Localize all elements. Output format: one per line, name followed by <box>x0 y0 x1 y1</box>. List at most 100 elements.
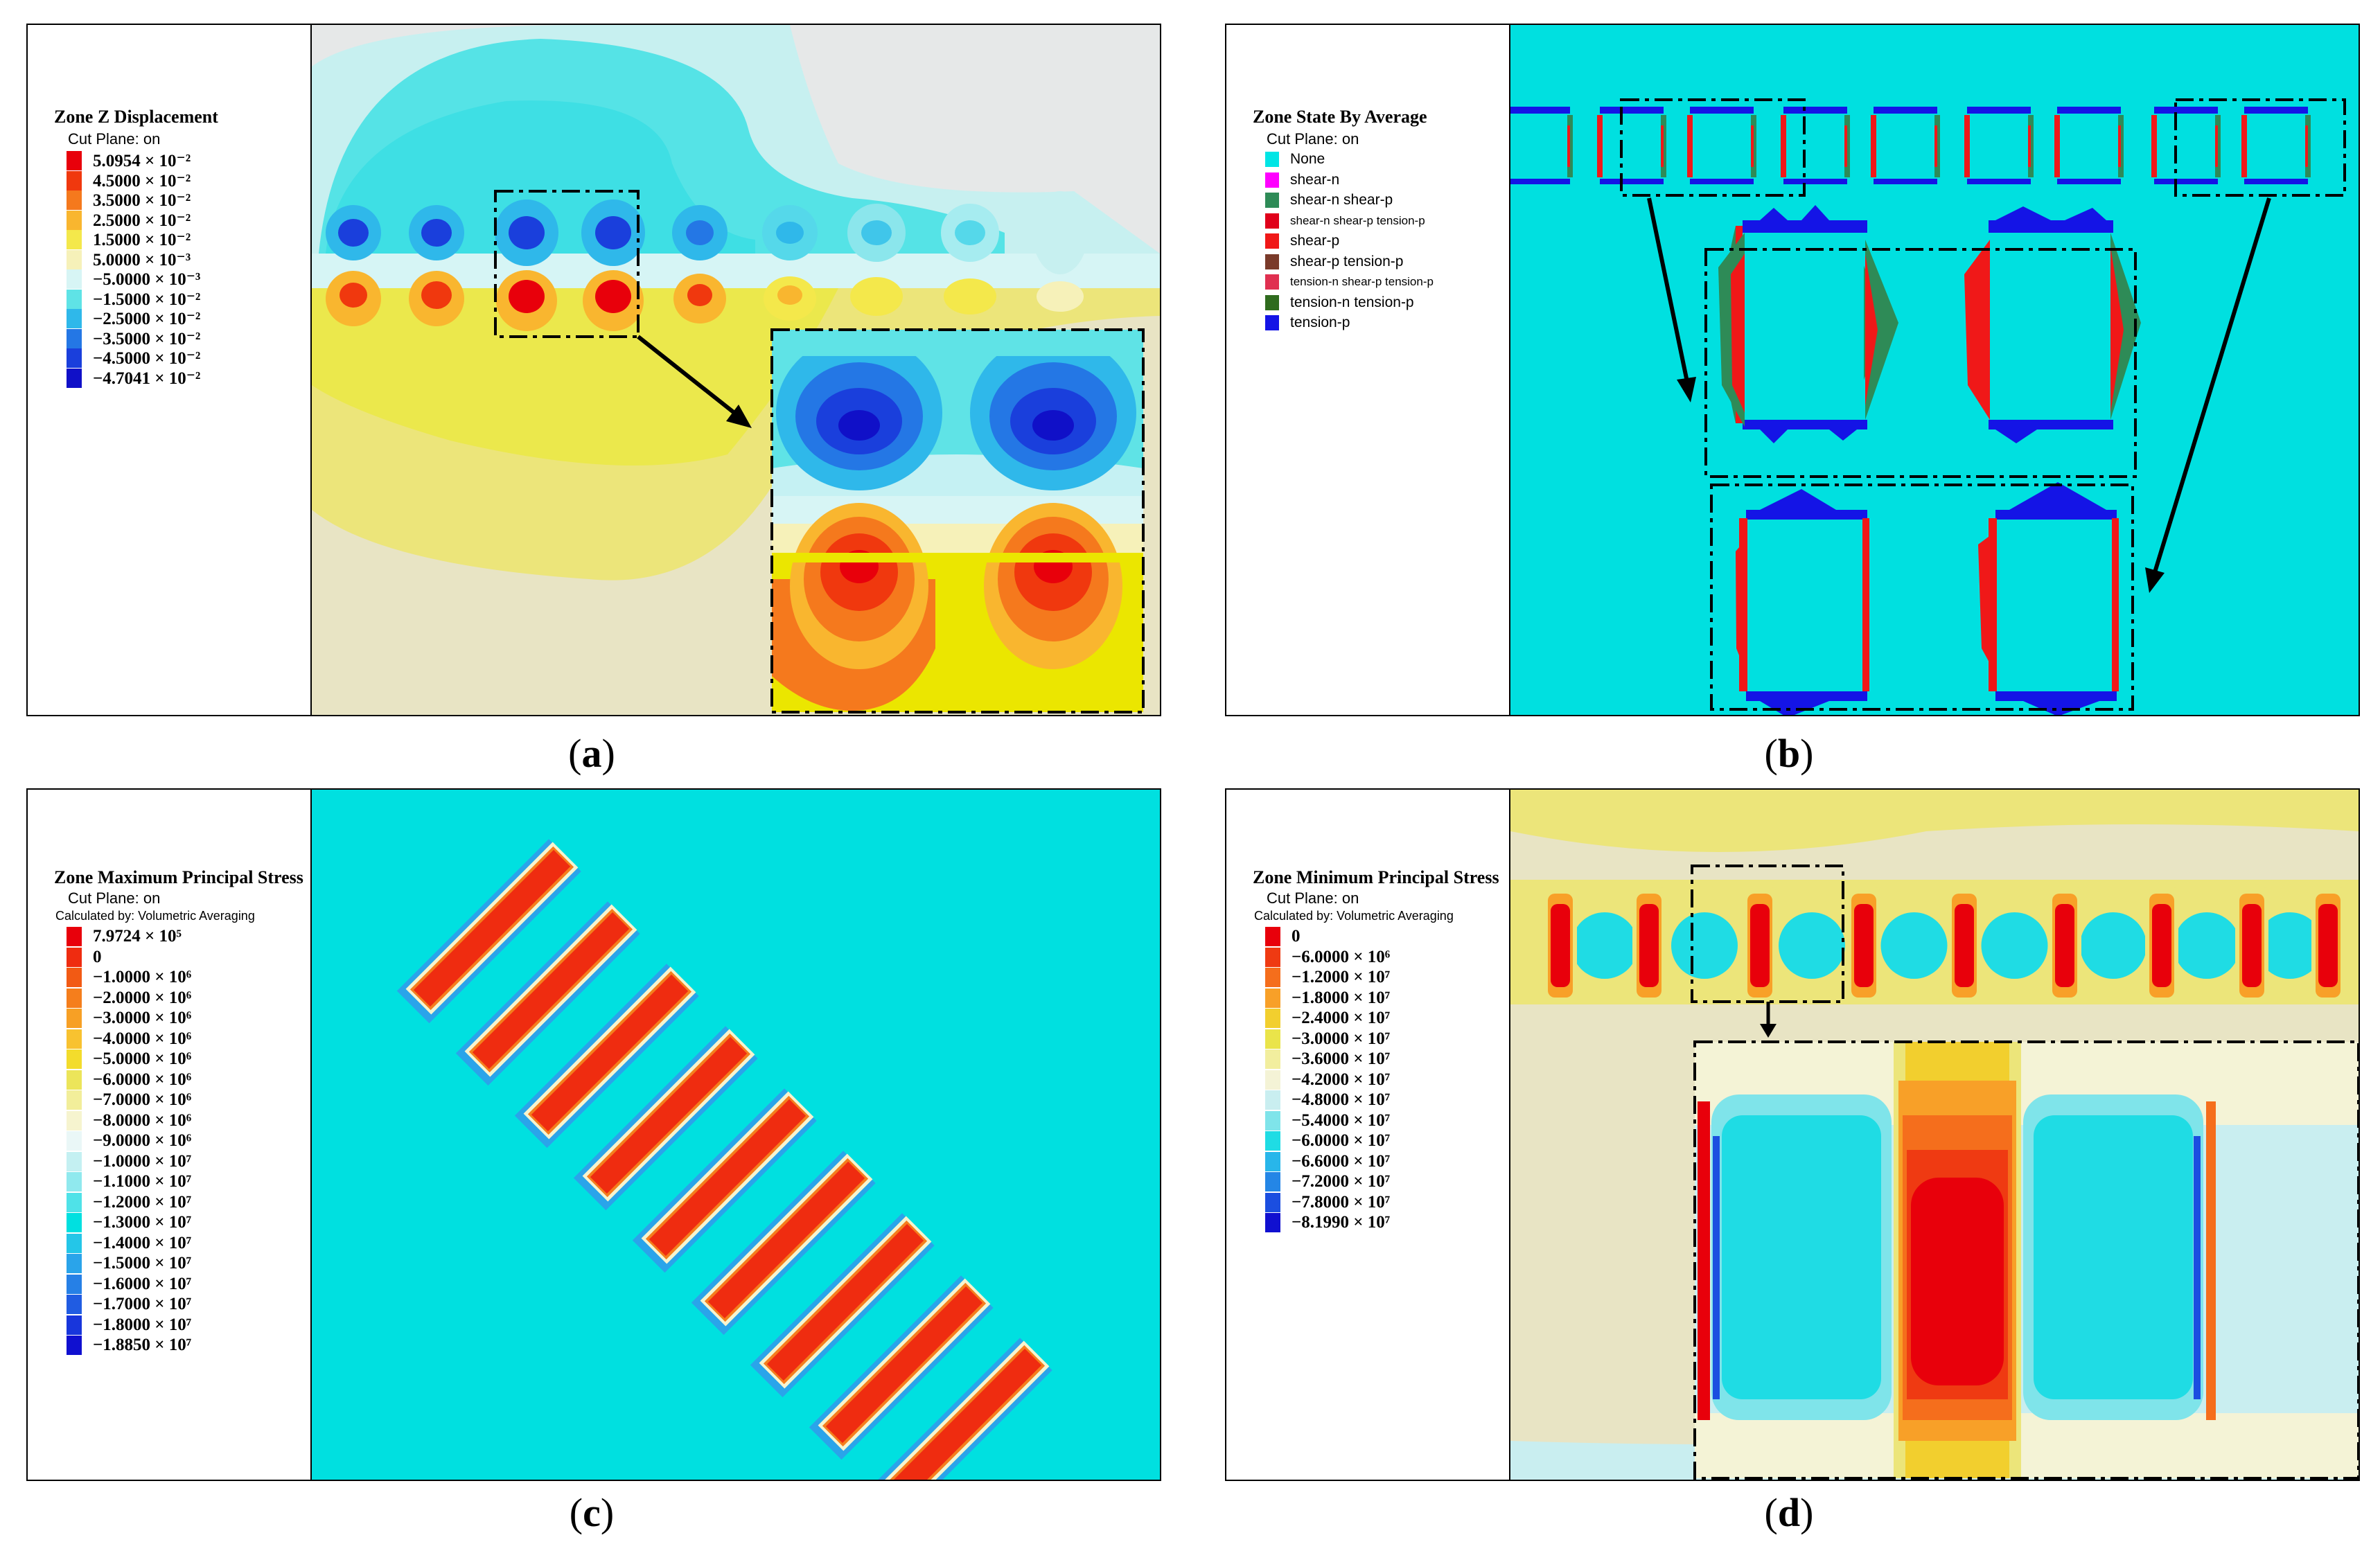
legend-swatch <box>1265 1172 1280 1191</box>
caption-c: (c) <box>569 1490 615 1535</box>
legend-swatch <box>67 368 82 388</box>
legend-entry: −1.6000 × 10⁷ <box>67 1274 192 1294</box>
legend-swatch <box>67 1315 82 1335</box>
pillar <box>1632 887 1738 1004</box>
plot-panel-c <box>312 790 1160 1480</box>
pillar <box>2235 887 2323 1004</box>
legend-swatch <box>1265 1131 1280 1151</box>
legend-swatch <box>67 1110 82 1131</box>
legend-label: 1.5000 × 10⁻² <box>93 231 191 249</box>
legend-label: 2.5000 × 10⁻² <box>93 211 191 230</box>
legend-entry: −1.2000 × 10⁷ <box>67 1192 191 1212</box>
legend-entry: −6.0000 × 10⁶ <box>1265 947 1390 967</box>
legend-entry: tension-p <box>1265 313 1350 333</box>
legend-label: −4.5000 × 10⁻² <box>93 349 201 368</box>
legend-swatch <box>67 947 82 967</box>
legend-entry: 7.9724 × 10⁵ <box>67 927 182 946</box>
legend-swatch <box>67 210 82 230</box>
panel-d-frame: Zone Minimum Principal Stress Cut Plane:… <box>1225 788 2360 1481</box>
legend-entry: −1.0000 × 10⁷ <box>67 1151 192 1171</box>
legend-panel-d: Zone Minimum Principal Stress Cut Plane:… <box>1226 790 1510 1480</box>
legend-entry: −7.8000 × 10⁷ <box>1265 1192 1391 1212</box>
legend-subtitle: Cut Plane: on <box>68 889 161 907</box>
tunnel-section <box>2054 107 2124 184</box>
legend-entry: shear-n shear-p <box>1265 190 1393 210</box>
legend-label: −1.5000 × 10⁷ <box>93 1254 192 1273</box>
legend-entry: −4.2000 × 10⁷ <box>1265 1070 1390 1090</box>
legend-label: −1.8850 × 10⁷ <box>93 1336 192 1354</box>
legend-entry: tension-n tension-p <box>1265 293 1414 312</box>
zoom-arrow <box>637 335 743 420</box>
legend-title: Zone Z Displacement <box>54 107 218 127</box>
legend-entry: shear-p <box>1265 231 1339 251</box>
legend-entry: −1.7000 × 10⁷ <box>67 1295 191 1314</box>
legend-label: −6.0000 × 10⁶ <box>93 1070 192 1089</box>
upper-contour-lobes <box>326 191 1088 274</box>
plot-panel-d <box>1510 790 2359 1480</box>
legend-subtitle: Cut Plane: on <box>1267 889 1359 907</box>
legend-label: −7.8000 × 10⁷ <box>1292 1192 1391 1212</box>
legend-entry: −6.0000 × 10⁷ <box>1265 1131 1390 1151</box>
legend-label: −3.6000 × 10⁷ <box>1292 1049 1391 1068</box>
legend-entry: −4.5000 × 10⁻² <box>67 348 200 368</box>
legend-entry: −9.0000 × 10⁶ <box>67 1131 191 1151</box>
legend-label: 0 <box>93 947 102 966</box>
pillar <box>514 964 699 1149</box>
legend-swatch <box>1265 1110 1280 1131</box>
legend-swatch <box>67 1233 82 1253</box>
min-principal-stress-plot <box>1510 790 2359 1480</box>
legend-label: −1.3000 × 10⁷ <box>93 1213 192 1232</box>
legend-label: −3.0000 × 10⁷ <box>1292 1029 1391 1048</box>
legend-swatch <box>67 1049 82 1069</box>
legend-swatch <box>1265 152 1279 167</box>
legend-swatch <box>67 1172 82 1191</box>
legend-entry: −3.0000 × 10⁶ <box>67 1009 191 1028</box>
legend-entry: −1.0000 × 10⁶ <box>67 968 191 987</box>
legend-swatch <box>1265 315 1279 330</box>
pillar <box>809 1275 994 1460</box>
legend-label: −4.0000 × 10⁶ <box>93 1029 192 1048</box>
panel-a: Zone Z Displacement Cut Plane: on 5.0954… <box>0 0 1178 790</box>
legend-entry: 4.5000 × 10⁻² <box>67 170 191 190</box>
legend-entry: −1.8850 × 10⁷ <box>67 1336 191 1355</box>
pillar <box>573 1026 758 1211</box>
legend-label: shear-n shear-p tension-p <box>1290 213 1425 227</box>
tunnel-section <box>1597 107 1666 184</box>
legend-swatch <box>1265 172 1279 188</box>
legend-entry: 5.0000 × 10⁻³ <box>67 249 191 269</box>
legend-label: −1.8000 × 10⁷ <box>93 1315 192 1334</box>
legend-entry: −4.7041 × 10⁻² <box>67 368 200 388</box>
tunnel-section <box>1964 107 2034 184</box>
legend-label: −8.0000 × 10⁶ <box>93 1110 192 1130</box>
legend-entry: tension-n shear-p tension-p <box>1265 272 1434 292</box>
legend-label: −1.2000 × 10⁷ <box>1292 968 1391 986</box>
legend-label: tension-n shear-p tension-p <box>1290 275 1434 288</box>
pillar <box>1743 887 1845 1004</box>
legend-swatch <box>67 988 82 1008</box>
legend-swatch <box>67 151 82 170</box>
legend-swatch <box>1265 1151 1280 1171</box>
pillar <box>396 839 581 1024</box>
legend-swatch <box>67 170 82 190</box>
legend-panel-a: Zone Z Displacement Cut Plane: on 5.0954… <box>28 25 312 715</box>
plot-panel-b <box>1510 25 2359 715</box>
legend-label: −1.0000 × 10⁷ <box>93 1151 192 1171</box>
legend-swatch <box>1265 1192 1280 1212</box>
legend-label: −7.2000 × 10⁷ <box>1292 1172 1391 1191</box>
legend-swatch <box>67 1295 82 1314</box>
legend-entry: 5.0954 × 10⁻² <box>67 151 191 170</box>
legend-swatch <box>1265 988 1280 1008</box>
legend-label: −1.6000 × 10⁷ <box>93 1274 192 1293</box>
pillar <box>1544 887 1638 1004</box>
legend-entry: −6.0000 × 10⁶ <box>67 1070 191 1090</box>
legend-label: shear-n <box>1290 171 1340 188</box>
pillar <box>750 1213 935 1398</box>
legend-entry: −1.3000 × 10⁷ <box>67 1213 191 1232</box>
legend-swatch <box>67 927 82 946</box>
pillar <box>691 1151 876 1336</box>
legend-entry: 1.5000 × 10⁻² <box>67 230 191 249</box>
legend-entry: −4.0000 × 10⁶ <box>67 1029 191 1049</box>
panel-d: Zone Minimum Principal Stress Cut Plane:… <box>1199 783 2380 1560</box>
pillar <box>2145 887 2240 1004</box>
legend-swatch <box>67 1336 82 1355</box>
